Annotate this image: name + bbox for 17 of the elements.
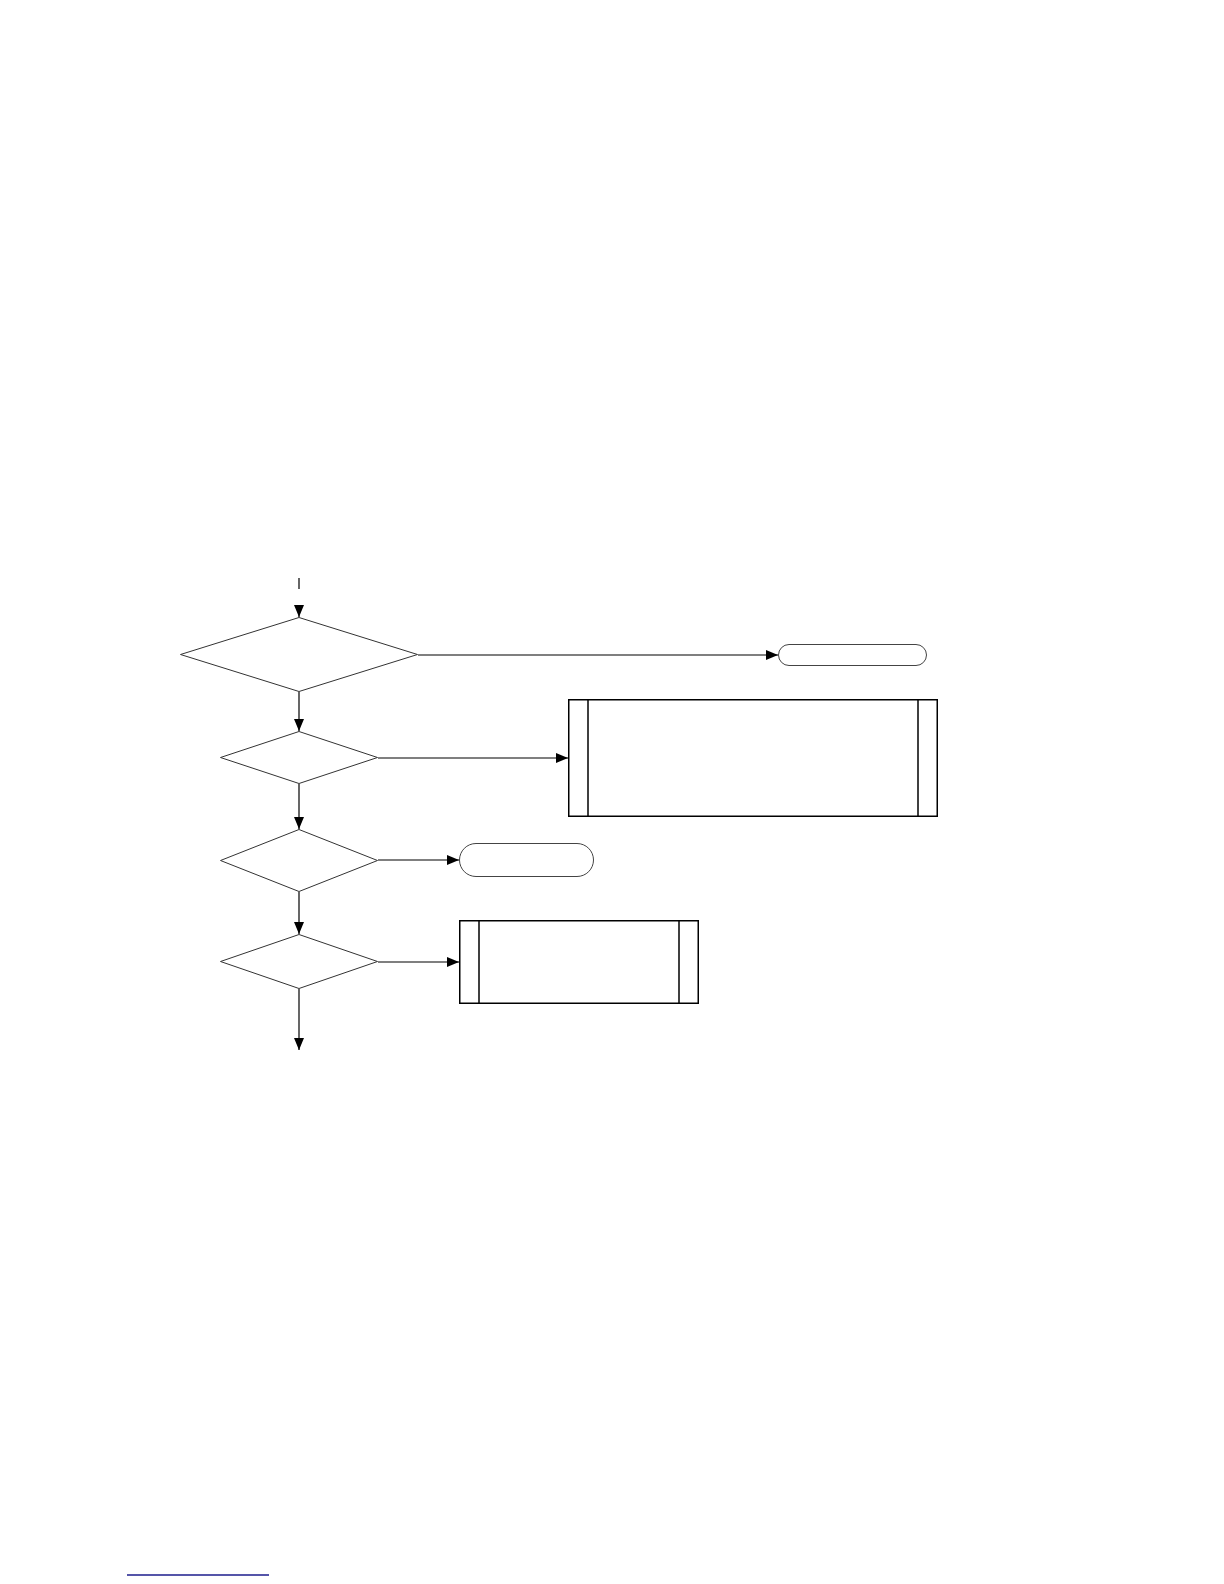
flow-arrow — [294, 577, 304, 618]
predefined-process-box — [459, 920, 699, 1004]
decision-diamond — [220, 829, 378, 892]
predefined-process-box — [568, 699, 938, 817]
flow-arrow — [417, 650, 779, 660]
flow-arrow — [294, 783, 304, 830]
decision-diamond — [220, 731, 378, 784]
flow-arrow — [294, 988, 304, 1051]
flow-arrow — [377, 855, 460, 865]
flow-arrow — [377, 753, 569, 763]
decision-diamond — [220, 934, 378, 989]
flow-arrow — [294, 691, 304, 732]
flow-arrow — [377, 957, 460, 967]
terminal-shape — [459, 843, 594, 877]
flow-arrow — [294, 891, 304, 935]
decision-diamond — [180, 617, 418, 692]
terminal-shape — [778, 644, 927, 666]
